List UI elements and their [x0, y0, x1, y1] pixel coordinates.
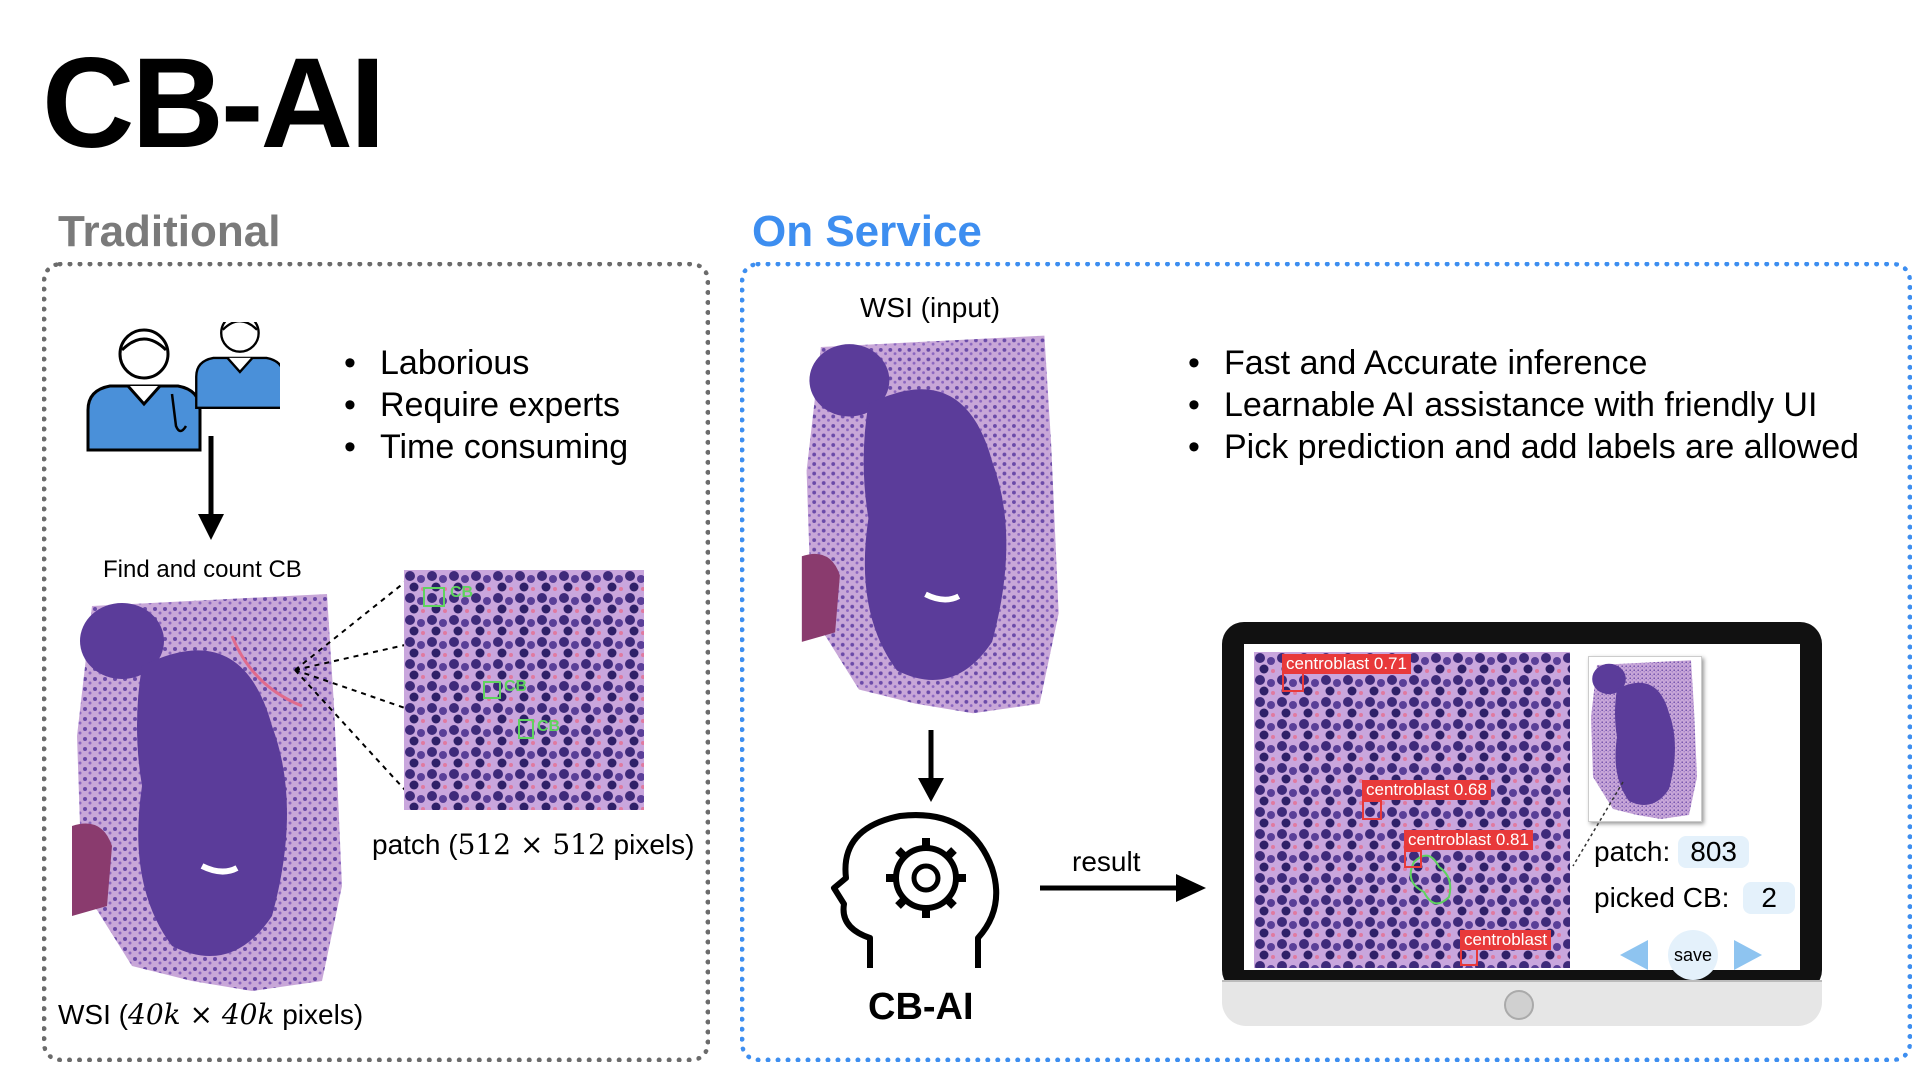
- thumbnail-pointer: [1572, 781, 1624, 867]
- ai-head-icon: [831, 812, 1000, 968]
- main-title: CB-AI: [42, 32, 385, 175]
- patch-image: CB CB CB: [404, 570, 644, 810]
- picked-cb-label: picked CB:: [1594, 882, 1730, 913]
- zoom-lines: [294, 581, 406, 791]
- find-count-label: Find and count CB: [103, 556, 302, 583]
- cb-box-label: CB: [504, 678, 528, 695]
- bullet-item: Fast and Accurate inference: [1188, 342, 1859, 384]
- wsi-input-image: [801, 335, 1059, 714]
- traditional-panel: [42, 262, 710, 1062]
- picked-cb-counter: picked CB: 2: [1594, 882, 1795, 914]
- detection-box[interactable]: [1362, 800, 1382, 820]
- on-service-heading: On Service: [752, 207, 982, 256]
- detection-label: centroblast: [1460, 930, 1552, 950]
- right-arrow-icon: [1040, 874, 1206, 902]
- picked-cb-value[interactable]: 2: [1743, 882, 1795, 914]
- previous-arrow-icon[interactable]: [1618, 938, 1652, 972]
- service-bullets: Fast and Accurate inference Learnable AI…: [1188, 342, 1859, 468]
- traditional-bullets: Laborious Require experts Time consuming: [344, 342, 628, 468]
- patch-counter: patch:803: [1594, 836, 1749, 868]
- bullet-item: Time consuming: [344, 426, 628, 468]
- detection-patch: centroblast 0.71 centroblast 0.68 centro…: [1254, 652, 1570, 968]
- detection-label: centroblast 0.68: [1362, 780, 1491, 800]
- patch-counter-value[interactable]: 803: [1678, 836, 1749, 868]
- cb-box-label: CB: [450, 584, 474, 601]
- detection-box[interactable]: [1404, 850, 1422, 868]
- cb-box-label: CB: [537, 718, 561, 735]
- wsi-image: [72, 594, 342, 991]
- laptop-button: [1504, 990, 1534, 1020]
- result-label: result: [1072, 846, 1141, 877]
- patch-counter-label: patch:: [1594, 836, 1671, 867]
- laptop-base: [1222, 980, 1822, 1026]
- bullet-item: Pick prediction and add labels are allow…: [1188, 426, 1859, 468]
- detection-label: centroblast 0.81: [1404, 830, 1533, 850]
- on-service-panel: [740, 262, 1912, 1062]
- wsi-input-label: WSI (input): [860, 292, 1001, 323]
- doctor-large-icon: [86, 328, 202, 452]
- detection-box[interactable]: [1282, 672, 1304, 692]
- model-label: CB-AI: [868, 986, 974, 1028]
- wsi-size-label: WSI (40k × 40k pixels): [58, 998, 364, 1031]
- down-arrow-icon: [198, 436, 224, 540]
- bullet-item: Laborious: [344, 342, 628, 384]
- doctors-icon: [86, 322, 280, 452]
- wsi-thumbnail[interactable]: [1588, 656, 1702, 822]
- next-arrow-icon[interactable]: [1730, 938, 1764, 972]
- save-button[interactable]: save: [1668, 930, 1718, 980]
- doctor-small-icon: [195, 322, 280, 410]
- bullet-item: Require experts: [344, 384, 628, 426]
- bullet-item: Learnable AI assistance with friendly UI: [1188, 384, 1859, 426]
- patch-size-label: patch (512 × 512 pixels): [372, 828, 695, 861]
- detection-box[interactable]: [1460, 948, 1478, 966]
- traditional-heading: Traditional: [58, 207, 281, 256]
- down-arrow-icon: [918, 730, 944, 802]
- detection-label: centroblast 0.71: [1282, 654, 1411, 674]
